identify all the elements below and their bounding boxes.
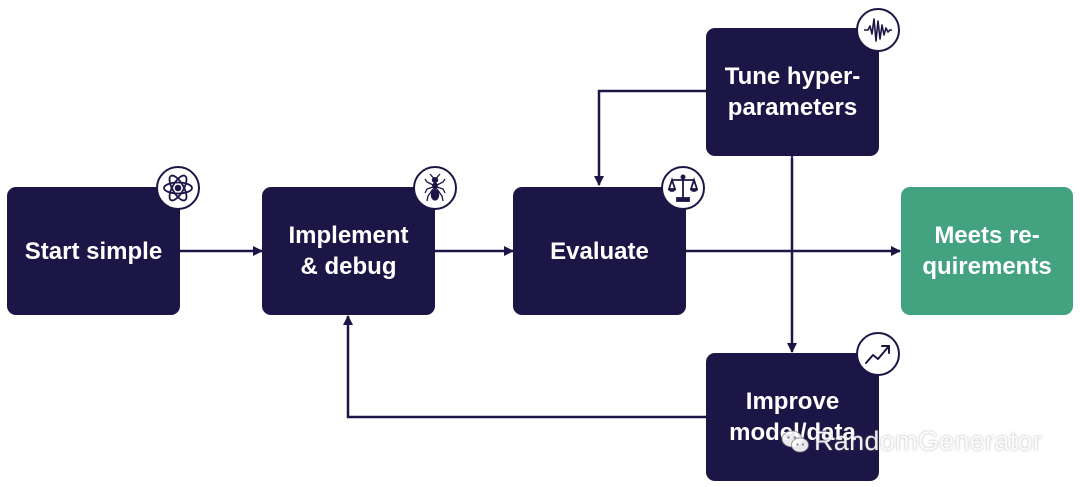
- watermark-text: RandomGenerator: [814, 426, 1043, 456]
- node-label: Meets re- quirements: [922, 222, 1052, 280]
- ant-icon: [413, 166, 457, 210]
- node-evaluate: Evaluate: [513, 187, 686, 315]
- node-improve-model-data: Improve model/data: [706, 353, 879, 481]
- watermark: RandomGenerator: [780, 426, 1042, 457]
- wechat-icon: [781, 430, 809, 452]
- atom-icon: [156, 166, 200, 210]
- scales-icon: [661, 166, 705, 210]
- node-label: Start simple: [24, 237, 163, 265]
- waveform-icon: [856, 8, 900, 52]
- trend-up-icon: [856, 332, 900, 376]
- edge-improve-implement: [343, 315, 706, 419]
- node-label: Implement & debug: [288, 222, 409, 280]
- node-label: Tune hyper- parameters: [724, 63, 861, 121]
- node-tune-hyperparameters: Tune hyper- parameters: [706, 28, 879, 156]
- edge-tune-evaluate: [594, 89, 706, 186]
- node-implement-debug: Implement & debug: [262, 187, 435, 315]
- node-meets-requirements: Meets re- quirements: [901, 187, 1073, 315]
- node-start-simple: Start simple: [7, 187, 180, 315]
- node-label: Evaluate: [550, 237, 649, 265]
